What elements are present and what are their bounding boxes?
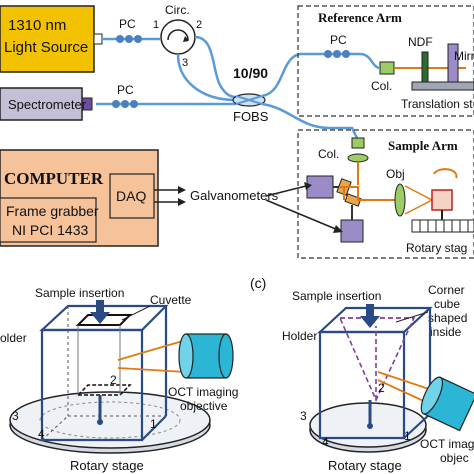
frame-grabber-box xyxy=(0,197,97,243)
bl-num-1: 1 xyxy=(150,417,157,431)
br-corner-line4: inside xyxy=(430,325,462,339)
br-num-3: 3 xyxy=(300,409,307,423)
frame-grabber-line1: Frame grabber xyxy=(6,203,99,219)
col-label-sample: Col. xyxy=(318,147,339,161)
light-source-line1: 1310 nm xyxy=(8,17,66,34)
sample-collimator xyxy=(351,137,365,149)
sample-arm-box xyxy=(297,129,474,259)
br-insertion-arrow xyxy=(360,304,380,328)
bl-num-3: 3 xyxy=(12,409,19,423)
pc-label-top: PC xyxy=(119,17,136,31)
br-oct-objective xyxy=(420,376,474,432)
br-num-4: 4 xyxy=(322,435,329,449)
galvo-arrow-1 xyxy=(265,185,307,197)
ndf-filter xyxy=(421,51,429,83)
translation-stage-label: Translation st xyxy=(401,97,473,111)
rotary-stage-label: Rotary stag xyxy=(406,241,467,255)
br-oct-line1: OCT imag xyxy=(420,437,474,451)
br-holder: Holder xyxy=(282,329,317,343)
bl-holder: older xyxy=(0,331,27,345)
light-source-port xyxy=(93,33,103,45)
pc-label-spec: PC xyxy=(117,83,134,97)
obj-label: Obj xyxy=(386,167,405,181)
bl-insertion-arrow xyxy=(90,300,110,324)
bl-num-2: 2 xyxy=(110,373,117,387)
rotary-stage-top xyxy=(411,219,474,233)
daq-arrows xyxy=(154,189,178,203)
bl-oct-line2: objective xyxy=(180,399,228,413)
circulator-arrow-icon xyxy=(167,29,189,41)
coupler-ratio: 10/90 xyxy=(233,65,268,81)
circ-port-3: 3 xyxy=(182,57,188,69)
bl-sample-insertion: Sample insertion xyxy=(35,286,124,300)
br-corner-line2: cube xyxy=(434,297,460,311)
sample-arm-title: Sample Arm xyxy=(388,138,458,153)
br-oct-beam xyxy=(377,371,433,405)
circ-label: Circ. xyxy=(165,3,190,17)
br-sample-insertion: Sample insertion xyxy=(292,289,381,303)
reference-arm-box xyxy=(297,5,474,117)
translation-stage xyxy=(411,81,474,91)
bl-oct-objective xyxy=(178,333,234,379)
ndf-label: NDF xyxy=(408,35,433,49)
fobs-label: FOBS xyxy=(233,109,269,124)
br-corner-line3: shaped xyxy=(428,311,467,325)
galvo-arrow-2 xyxy=(265,199,339,231)
br-corner-line1: Corner xyxy=(428,283,465,297)
bl-cuvette: Cuvette xyxy=(150,293,192,307)
br-rotary-stage: Rotary stage xyxy=(328,458,402,473)
bl-oct-line1: OCT imaging xyxy=(168,385,238,399)
circ-port-1: 1 xyxy=(153,19,159,31)
br-num-2: 2 xyxy=(378,381,385,395)
spectrometer-label: Spectrometer xyxy=(8,97,87,112)
galvanometers-label: Galvanometers xyxy=(190,188,279,203)
mirror-label: Mirr xyxy=(454,49,474,63)
ref-collimator xyxy=(379,61,395,75)
bl-num-4: 4 xyxy=(38,427,45,441)
fiber-to-sample xyxy=(261,102,359,139)
bl-holder-cube xyxy=(39,304,169,442)
spectrometer-port xyxy=(81,97,93,111)
circ-port-2: 2 xyxy=(196,19,202,31)
bl-cuvette-square xyxy=(75,314,133,326)
computer-label: COMPUTER xyxy=(4,169,104,188)
galvo-motor-2 xyxy=(340,219,364,243)
galvo-motor-1 xyxy=(306,175,334,199)
sample-holder xyxy=(431,189,453,211)
circulator xyxy=(160,19,196,55)
br-oct-line2: objec xyxy=(440,451,469,465)
pc-paddles-ref xyxy=(324,50,350,58)
rotation-arrow-icon xyxy=(433,168,458,179)
rotary-stage-ticks xyxy=(419,220,469,232)
bl-oct-beam xyxy=(117,339,187,373)
br-num-1: 1 xyxy=(404,429,411,443)
fiber-circ-to-coupler xyxy=(194,35,237,99)
pc-paddles-top xyxy=(116,35,142,43)
daq-box xyxy=(109,173,155,219)
pc-label-ref: PC xyxy=(330,33,347,47)
sample-beam xyxy=(340,162,400,201)
reference-arm-title: Reference Arm xyxy=(318,10,402,25)
objective-lens xyxy=(394,183,406,217)
frame-grabber-line2: NI PCI 1433 xyxy=(12,222,88,238)
fiber-to-reference xyxy=(261,52,360,98)
panel-c-label: (c) xyxy=(250,275,266,291)
pc-paddles-spec xyxy=(112,100,138,108)
col-label-ref: Col. xyxy=(371,79,392,93)
sample-lens xyxy=(347,153,369,163)
daq-label: DAQ xyxy=(116,188,146,204)
light-source-line2: Light Source xyxy=(4,39,88,56)
bl-rotary-stage: Rotary stage xyxy=(70,458,144,473)
